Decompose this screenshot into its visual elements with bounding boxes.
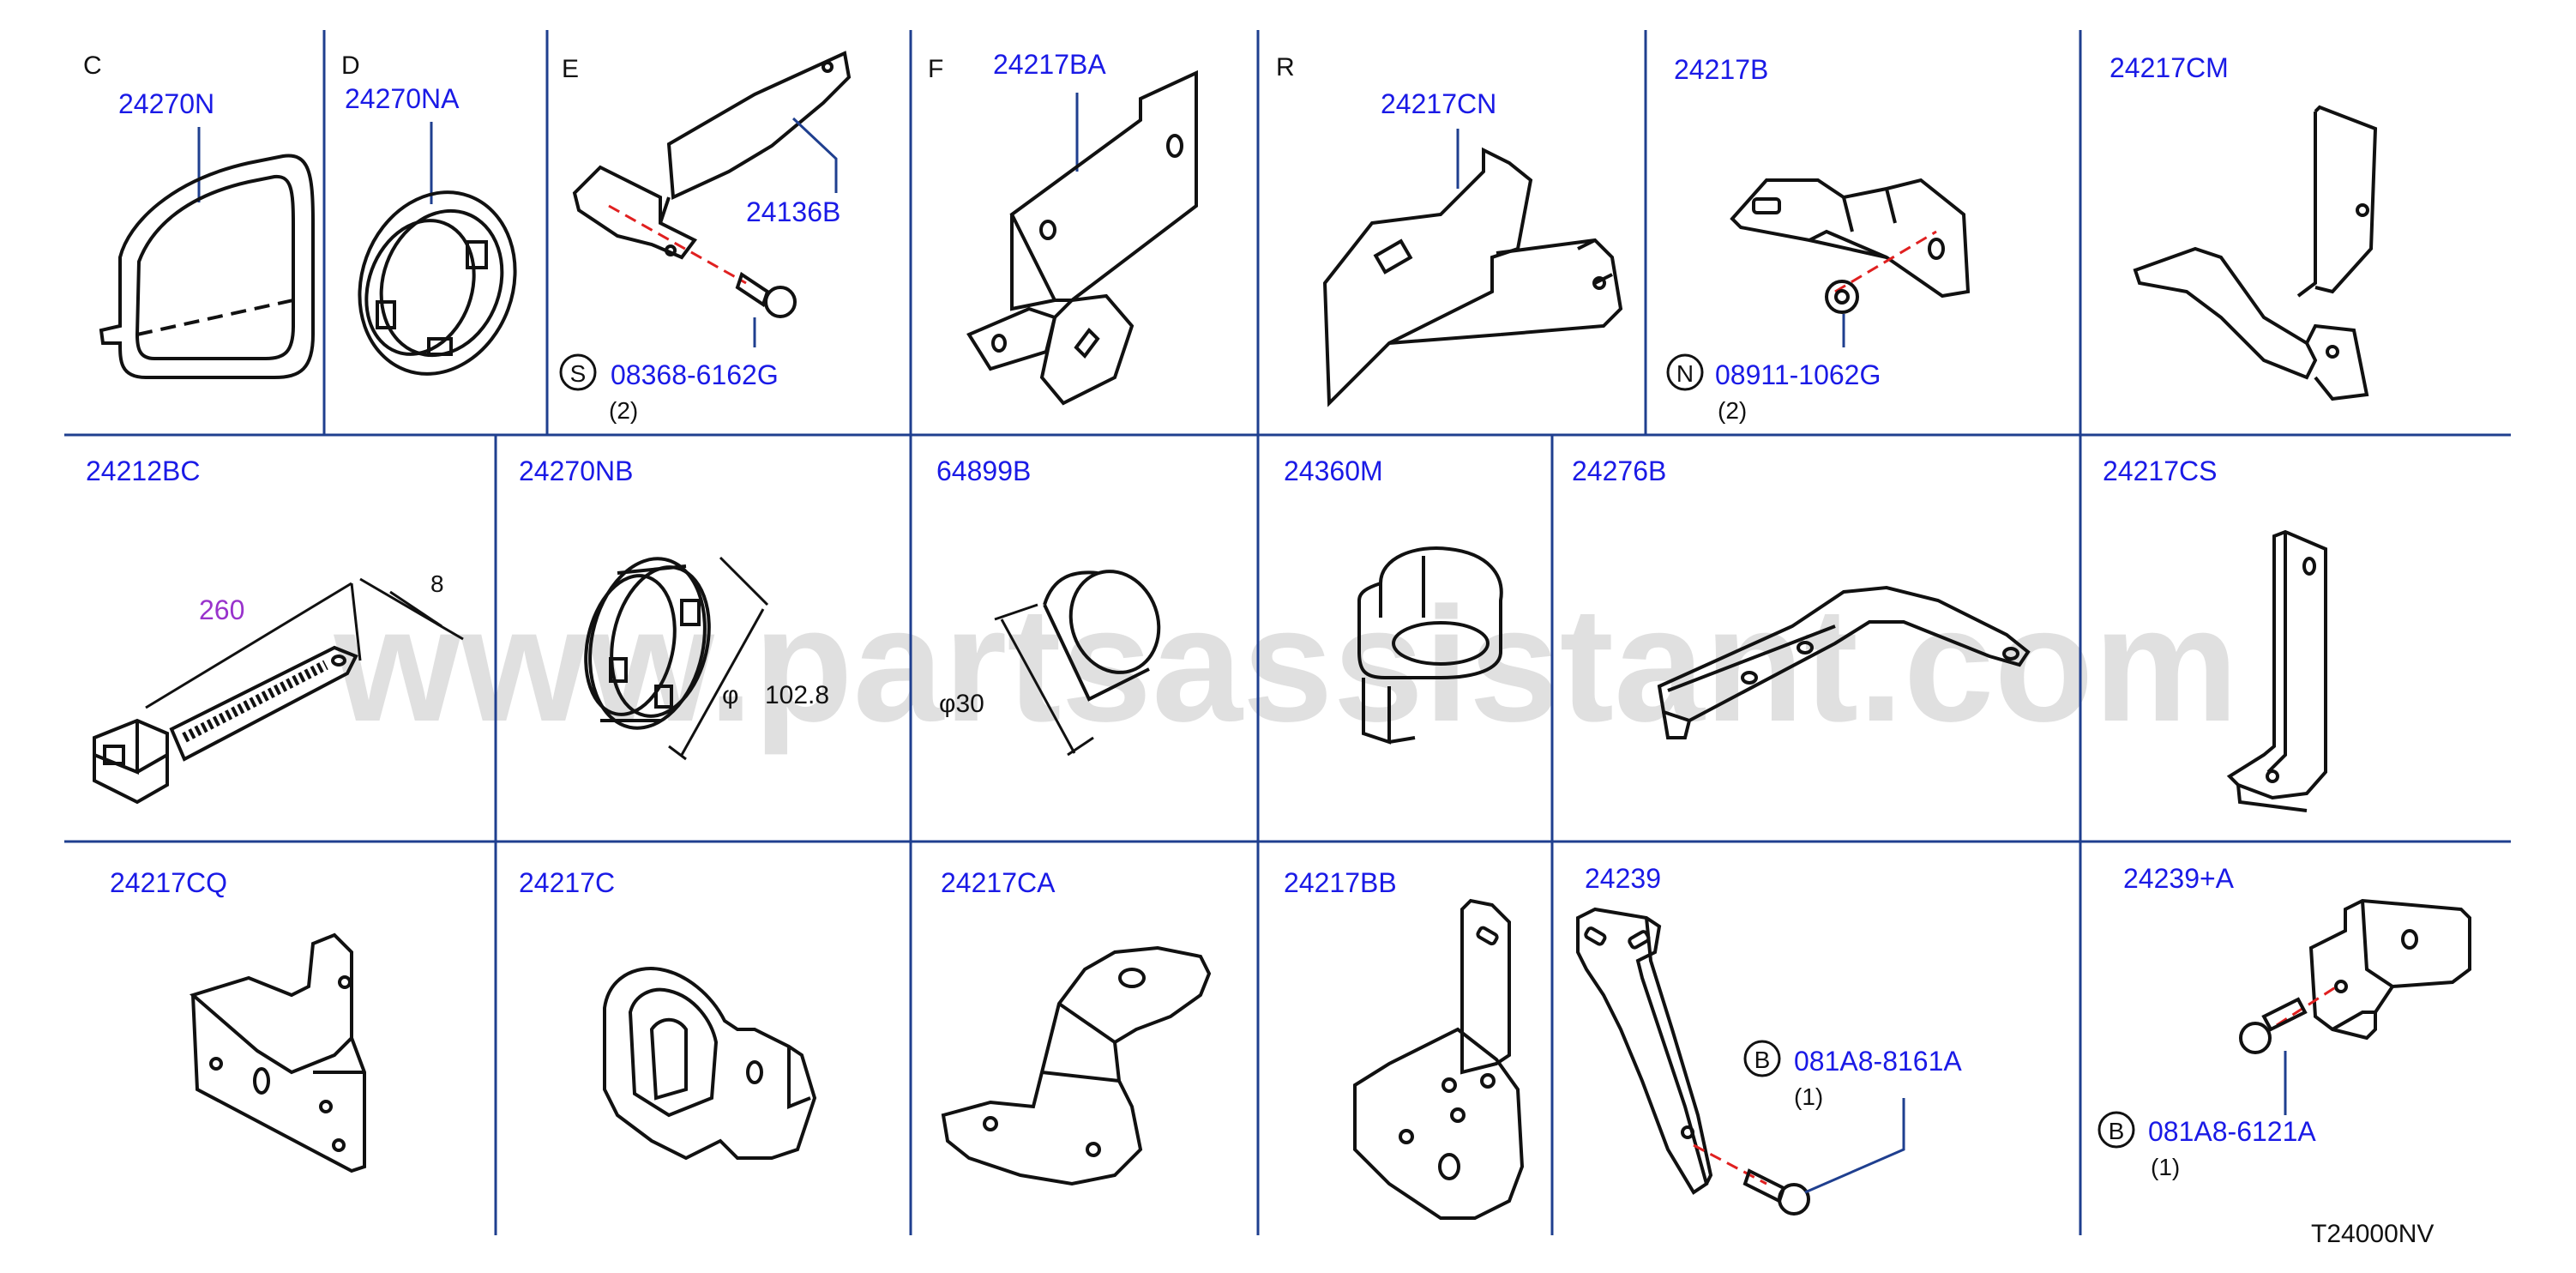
part-drawing bbox=[966, 69, 1198, 406]
cell-letter: D bbox=[341, 51, 360, 80]
cell-24217cm: 24217CM bbox=[2110, 52, 2378, 401]
dimension-diameter: 102.8 bbox=[765, 681, 829, 709]
fastener-part-label[interactable]: 081A8-6121A bbox=[2148, 1116, 2316, 1147]
part-label[interactable]: 24239+A bbox=[2123, 863, 2235, 894]
part-drawing bbox=[584, 557, 711, 730]
cell-letter: F bbox=[928, 55, 943, 83]
part-drawing bbox=[358, 190, 517, 376]
dimension-length: 260 bbox=[199, 594, 244, 625]
fastener-symbol: B bbox=[1754, 1047, 1771, 1073]
diagram-code: T24000NV bbox=[2311, 1220, 2434, 1248]
cell-c: C 24270N bbox=[83, 51, 315, 379]
fastener-symbol: B bbox=[2109, 1118, 2125, 1144]
part-label[interactable]: 24270NB bbox=[519, 456, 633, 486]
grid-lines bbox=[64, 30, 2511, 1235]
cell-24217cs: 24217CS bbox=[2103, 456, 2327, 812]
fastener-part-label[interactable]: 08368-6162G bbox=[611, 359, 779, 390]
cell-d: D 24270NA bbox=[341, 51, 517, 376]
quantity: (2) bbox=[1718, 397, 1747, 424]
cell-e: E 24136B S 08368-6162G (2) bbox=[559, 51, 852, 424]
cell-letter: C bbox=[83, 51, 102, 80]
part-label[interactable]: 24136B bbox=[746, 196, 840, 227]
cell-24217b: 24217B N 08911-1062G (2) bbox=[1666, 54, 1971, 424]
cell-24239a: 24239+A B 081A8-6121A (1) bbox=[2098, 863, 2471, 1180]
part-drawing bbox=[1357, 546, 1503, 745]
dimension-lines bbox=[145, 577, 464, 709]
cell-24212bc: 24212BC 260 8 bbox=[86, 456, 464, 805]
part-label[interactable]: 24217C bbox=[519, 867, 615, 898]
cell-f: F 24217BA bbox=[928, 49, 1198, 406]
part-drawing bbox=[603, 967, 817, 1161]
cell-letter: E bbox=[562, 55, 579, 83]
cell-letter: R bbox=[1276, 53, 1295, 81]
part-drawing bbox=[189, 932, 366, 1173]
part-label[interactable]: 24212BC bbox=[86, 456, 200, 486]
bolt-icon bbox=[735, 271, 797, 318]
diameter-symbol: φ bbox=[722, 681, 738, 709]
dimension-lines bbox=[668, 556, 769, 761]
cell-24239: 24239 B 081A8-8161A (1) bbox=[1576, 863, 1962, 1216]
cell-24270nb: 24270NB φ 102.8 bbox=[519, 456, 829, 761]
cell-24217ca: 24217CA bbox=[941, 867, 1212, 1186]
part-label[interactable]: 24217CS bbox=[2103, 456, 2217, 486]
part-label[interactable]: 24217CM bbox=[2110, 52, 2229, 83]
part-label[interactable]: 24217CN bbox=[1381, 88, 1496, 119]
fastener-symbol-circle bbox=[559, 353, 597, 391]
part-label[interactable]: 24217BA bbox=[993, 49, 1106, 80]
part-label[interactable]: 64899B bbox=[936, 456, 1031, 486]
cell-24276b: 24276B bbox=[1572, 456, 2031, 739]
cell-24360m: 24360M bbox=[1284, 456, 1503, 745]
fastener-part-label[interactable]: 081A8-8161A bbox=[1794, 1046, 1962, 1077]
part-drawing bbox=[93, 645, 358, 805]
part-label[interactable]: 24217B bbox=[1674, 54, 1768, 85]
part-drawing bbox=[99, 154, 315, 379]
quantity: (1) bbox=[2151, 1154, 2180, 1180]
part-label[interactable]: 24217BB bbox=[1284, 867, 1397, 898]
cell-24217c: 24217C bbox=[519, 867, 817, 1161]
nut-icon bbox=[1825, 280, 1859, 314]
part-label[interactable]: 24239 bbox=[1585, 863, 1661, 894]
watermark: www.partsassistant.com bbox=[334, 574, 2239, 756]
fastener-symbol: S bbox=[570, 360, 587, 387]
cell-64899b: 64899B φ30 bbox=[936, 456, 1161, 757]
part-drawing bbox=[1322, 147, 1623, 407]
part-drawing bbox=[1043, 570, 1161, 702]
fastener-symbol-circle bbox=[1743, 1040, 1781, 1077]
part-drawing bbox=[1353, 898, 1525, 1220]
part-drawing bbox=[1657, 585, 2031, 739]
part-drawing bbox=[2133, 105, 2378, 401]
fastener-symbol: N bbox=[1676, 360, 1694, 387]
part-label[interactable]: 24217CQ bbox=[110, 867, 227, 898]
cell-24217cq: 24217CQ bbox=[110, 867, 366, 1173]
part-label[interactable]: 24360M bbox=[1284, 456, 1383, 486]
quantity: (1) bbox=[1794, 1083, 1823, 1110]
cell-24217bb: 24217BB bbox=[1284, 867, 1525, 1220]
part-label[interactable]: 24217CA bbox=[941, 867, 1056, 898]
part-drawing bbox=[1576, 907, 1713, 1195]
fastener-symbol-circle bbox=[2098, 1111, 2135, 1149]
part-drawing bbox=[1730, 178, 1971, 299]
part-label[interactable]: 24270NA bbox=[345, 83, 460, 114]
part-label[interactable]: 24270N bbox=[118, 88, 214, 119]
dimension-width: 8 bbox=[430, 570, 444, 597]
bolt-icon bbox=[1742, 1168, 1810, 1216]
cell-r: R 24217CN bbox=[1276, 53, 1623, 407]
fastener-part-label[interactable]: 08911-1062G bbox=[1715, 359, 1881, 390]
part-label[interactable]: 24276B bbox=[1572, 456, 1666, 486]
part-drawing bbox=[2226, 529, 2327, 812]
part-drawing bbox=[2308, 898, 2471, 1041]
part-drawing bbox=[941, 945, 1212, 1186]
bolt-icon bbox=[2239, 997, 2308, 1054]
dimension-diameter: φ30 bbox=[939, 690, 984, 718]
part-drawing bbox=[572, 51, 852, 260]
dimension-lines bbox=[994, 603, 1094, 757]
fastener-symbol-circle bbox=[1666, 353, 1704, 391]
quantity: (2) bbox=[609, 397, 638, 424]
